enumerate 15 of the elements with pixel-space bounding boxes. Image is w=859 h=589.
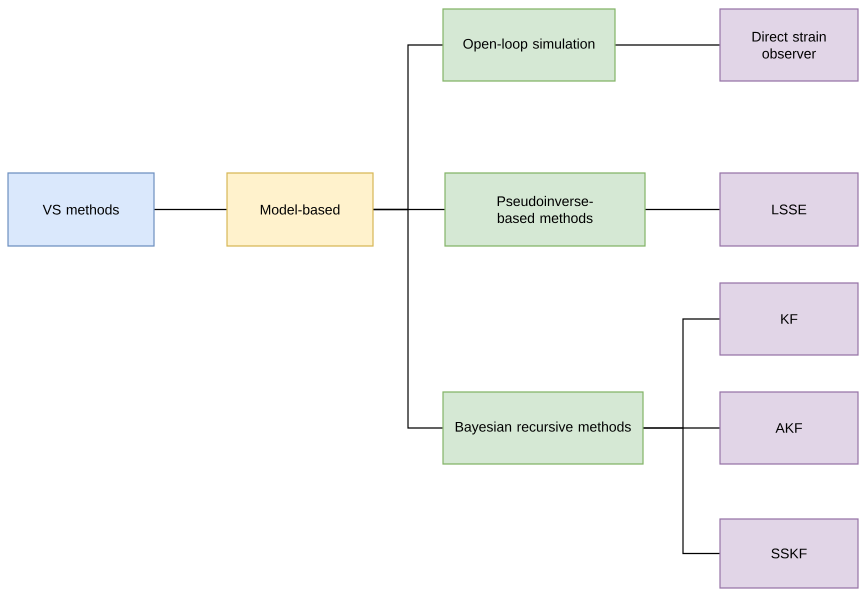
method-box: AKF bbox=[719, 391, 859, 465]
connector-line bbox=[646, 208, 720, 210]
method-box: Pseudoinverse-based methods bbox=[444, 172, 646, 247]
method-box: VS methods bbox=[7, 172, 155, 247]
method-box: Direct strain observer bbox=[719, 8, 859, 82]
method-box: Bayesian recursive methods bbox=[442, 391, 644, 465]
connector-line bbox=[644, 427, 720, 554]
method-box: Open-loop simulation bbox=[442, 8, 616, 82]
connector-line bbox=[374, 208, 442, 429]
method-box: LSSE bbox=[719, 172, 859, 247]
method-box: Model-based bbox=[226, 172, 374, 247]
method-box: SSKF bbox=[719, 518, 859, 589]
method-box: KF bbox=[719, 282, 859, 356]
connector-line bbox=[154, 208, 226, 210]
connector-line bbox=[616, 44, 720, 46]
